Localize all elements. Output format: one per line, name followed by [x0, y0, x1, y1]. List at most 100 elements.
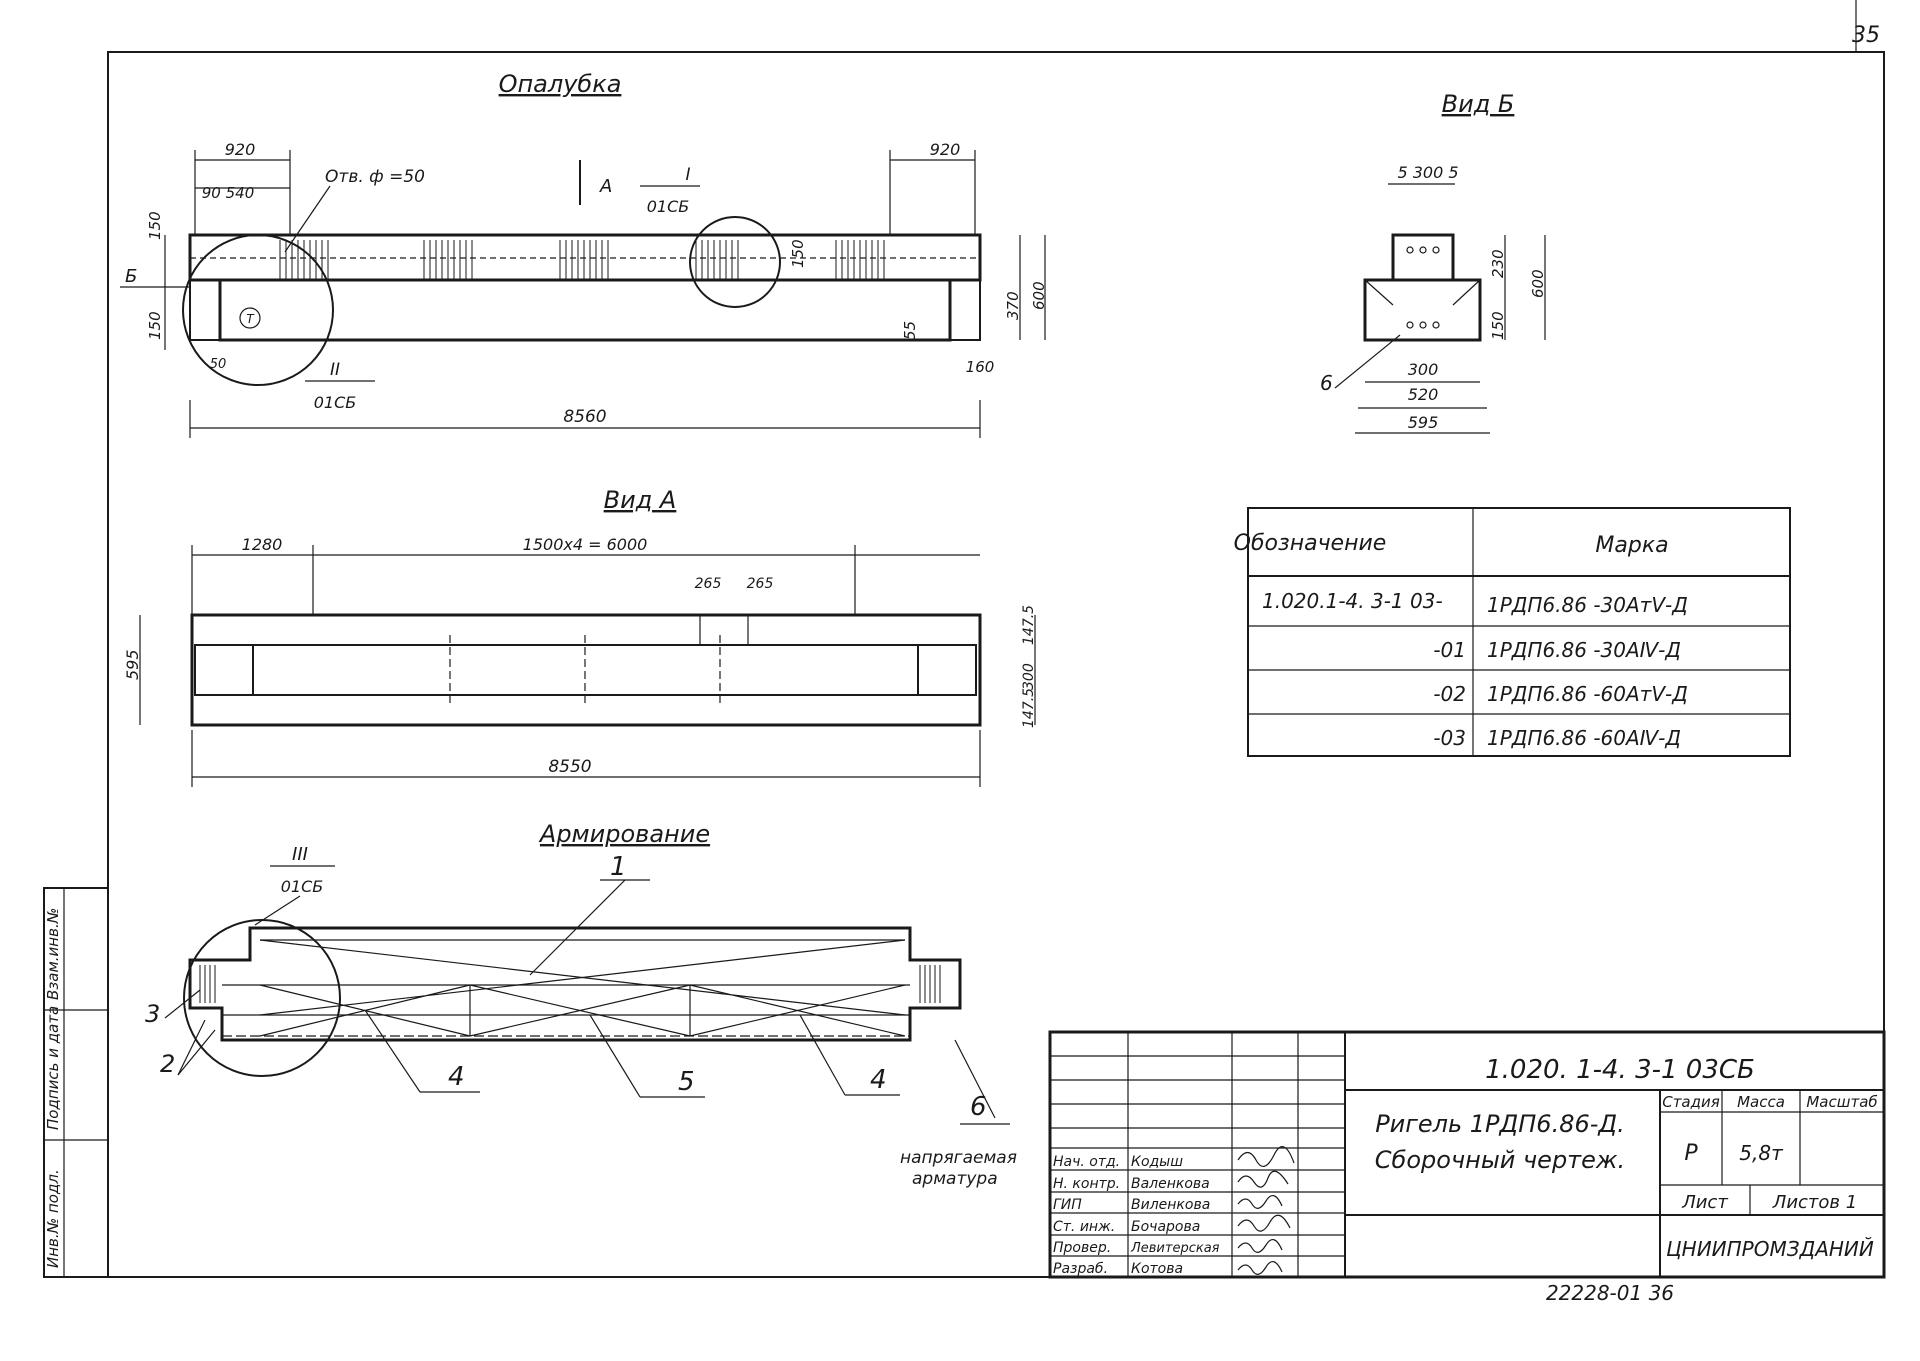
sig-role-2: Н. контр.	[1053, 1176, 1120, 1192]
marks-row-1-designation: 1.020.1-4. 3-1 03-	[1262, 589, 1443, 613]
sig-role-6: Разраб.	[1053, 1261, 1108, 1277]
formwork-node-ii-circle	[182, 234, 334, 386]
title-block-name-1: Ригель 1РДП6.86-Д.	[1375, 1110, 1625, 1138]
title-block-name-2: Сборочный чертеж.	[1375, 1146, 1625, 1174]
callout-5: 5	[678, 1067, 695, 1097]
view-b-callout-6: 6	[1320, 371, 1333, 395]
view-a-title: Вид А	[604, 486, 677, 514]
marks-header-mark: Марка	[1595, 533, 1668, 558]
sig-role-4: Ст. инж.	[1053, 1219, 1115, 1235]
side-stamp-replace: Взам.инв.№	[44, 908, 62, 1000]
marks-row-1-mark: 1РДП6.86 -30АтⅤ-Д	[1487, 593, 1688, 617]
dim-left-920: 920	[225, 140, 256, 159]
prestressed-note-line2: арматура	[912, 1169, 998, 1189]
reinforcement-view: Армирование III 01СБ 1 2 3 4 5 4	[145, 820, 1017, 1189]
sig-role-5: Провер.	[1053, 1240, 1111, 1256]
title-block-sheet: Лист	[1681, 1192, 1728, 1213]
view-a: Вид А 1280 1500х4 = 6000 265 265 595 147…	[123, 486, 1037, 787]
node-iii-label: III	[292, 844, 308, 865]
title-block: Нач. отд. Кодыш Н. контр. Валенкова ГИП …	[1048, 1030, 1886, 1279]
title-block-code: 1.020. 1-4. 3-1 03СБ	[1485, 1055, 1755, 1085]
sig-name-6: Котова	[1131, 1261, 1183, 1277]
view-a-8550: 8550	[548, 757, 591, 777]
view-b-600: 600	[1529, 269, 1547, 298]
marks-row-4-mark: 1РДП6.86 -60АⅣ-Д	[1487, 726, 1681, 750]
view-a-147-bottom: 147.5	[1021, 688, 1037, 728]
view-b-300: 300	[1408, 360, 1439, 379]
title-block-sheets: Листов 1	[1772, 1192, 1857, 1213]
title-block-org: ЦНИИПРОМЗДАНИЙ	[1666, 1237, 1874, 1261]
node-iii-ref: 01СБ	[281, 877, 324, 896]
dim-left-90-540: 90 540	[202, 184, 255, 202]
view-a-265b: 265	[747, 576, 774, 592]
sig-name-4: Бочарова	[1131, 1219, 1200, 1235]
lifting-loop-icon	[239, 307, 261, 329]
side-stamp: Инв.№ подл. Подпись и дата Взам.инв.№	[43, 887, 109, 1278]
view-a-span: 1500х4 = 6000	[523, 535, 648, 554]
marks-row-2-mark: 1РДП6.86 -30АⅣ-Д	[1487, 638, 1681, 662]
node-i-ref: 01СБ	[647, 197, 690, 216]
title-block-scale-header: Масштаб	[1806, 1093, 1877, 1111]
sig-name-3: Виленкова	[1131, 1197, 1210, 1213]
title-block-mass-header: Масса	[1737, 1093, 1785, 1111]
dim-right-920: 920	[930, 140, 961, 159]
dim-right-160: 160	[966, 358, 995, 376]
view-b-top-dims: 5 300 5	[1397, 163, 1458, 182]
dim-right-600: 600	[1030, 281, 1048, 310]
view-b-520: 520	[1408, 385, 1439, 404]
side-stamp-inv: Инв.№ подл.	[44, 1169, 62, 1268]
formwork-hatch-groups	[279, 240, 885, 280]
callout-6: 6	[970, 1092, 987, 1122]
view-a-595: 595	[123, 649, 142, 680]
sig-name-2: Валенкова	[1131, 1176, 1210, 1192]
marks-row-3-mark: 1РДП6.86 -60АтⅤ-Д	[1487, 682, 1688, 706]
view-b-title: Вид Б	[1442, 90, 1515, 118]
signature-scribbles	[1237, 1146, 1295, 1275]
section-mark-b: Б	[125, 266, 137, 287]
marks-row-4-designation: -03	[1433, 726, 1466, 750]
marks-row-3-designation: -02	[1433, 682, 1466, 706]
view-b-230: 230	[1489, 249, 1507, 278]
reinforcement-title: Армирование	[538, 820, 710, 848]
title-block-stage-header: Стадия	[1662, 1093, 1720, 1111]
title-block-mass: 5,8т	[1739, 1141, 1784, 1165]
view-a-265a: 265	[695, 576, 722, 592]
side-stamp-sign: Подпись и дата	[44, 1006, 62, 1130]
dim-left-50: 50	[210, 357, 227, 372]
sheet-frame	[107, 0, 1885, 1278]
dim-left-150-bottom: 150	[146, 311, 164, 340]
node-ii-ref: 01СБ	[314, 393, 357, 412]
marks-table: Обозначение Марка 1.020.1-4. 3-1 03- 1РД…	[1234, 507, 1791, 757]
callout-2: 2	[160, 1050, 175, 1078]
formwork-view: Опалубка T 920 90 540 Отв. ф =50	[120, 70, 1048, 438]
sig-name-1: Кодыш	[1131, 1154, 1183, 1170]
sig-name-5: Левитерская	[1130, 1241, 1220, 1256]
dim-right-55: 55	[901, 321, 919, 340]
callout-3: 3	[145, 1000, 160, 1028]
callout-4-left: 4	[448, 1062, 465, 1092]
sheet-number: 35	[1852, 23, 1880, 48]
reinforcement-node-iii-circle	[183, 919, 341, 1077]
view-a-1280: 1280	[242, 535, 283, 554]
view-a-hole-marks	[292, 635, 875, 705]
view-a-300: 300	[1021, 663, 1037, 690]
sig-role-1: Нач. отд.	[1053, 1154, 1120, 1170]
node-ii-label: II	[330, 360, 340, 380]
view-b: Вид Б 5 300 5 230 600 150 300 520 595 6	[1320, 90, 1547, 434]
prestressed-note-line1: напрягаемая	[900, 1148, 1017, 1168]
lifting-loop-label: T	[246, 312, 255, 326]
view-b-150: 150	[1489, 311, 1507, 340]
callout-1: 1	[610, 852, 627, 882]
formwork-title: Опалубка	[499, 70, 622, 98]
dim-8560: 8560	[563, 407, 606, 427]
callout-4-right: 4	[870, 1065, 887, 1095]
hole-label: Отв. ф =50	[325, 167, 425, 187]
dim-right-370: 370	[1004, 291, 1022, 320]
footer-code: 22228-01 36	[1546, 1281, 1674, 1305]
sig-role-3: ГИП	[1053, 1197, 1082, 1213]
dim-left-150-top: 150	[146, 211, 164, 240]
dim-mid-150: 150	[789, 239, 807, 268]
view-b-595: 595	[1408, 413, 1439, 432]
formwork-node-i-circle	[689, 216, 781, 308]
